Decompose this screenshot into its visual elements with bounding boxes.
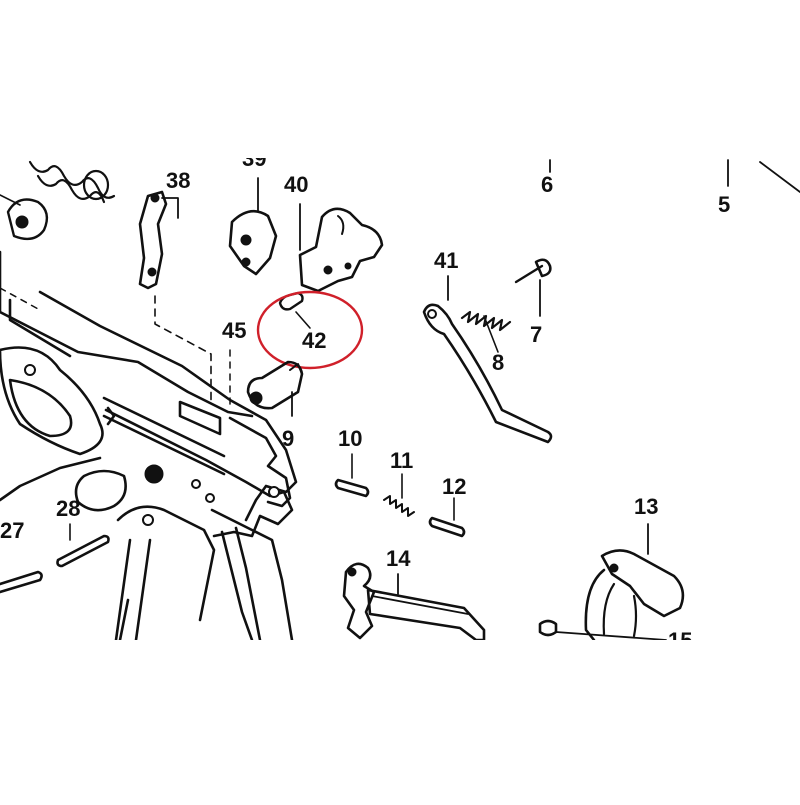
label-14: 14 xyxy=(386,546,411,571)
label-41: 41 xyxy=(434,248,458,273)
part-42-highlight-circle xyxy=(256,290,364,370)
label-10: 10 xyxy=(338,426,362,451)
part-10-pin-drawing xyxy=(334,453,370,498)
part-39-drawing xyxy=(228,177,278,276)
label-13: 13 xyxy=(634,494,658,519)
label-7: 7 xyxy=(530,322,542,347)
part-28-pin-drawing xyxy=(56,523,110,568)
label-38: 38 xyxy=(166,168,190,193)
barrel-bushing-drawing xyxy=(0,194,49,241)
part-11-spring-drawing xyxy=(383,473,415,517)
frame-details xyxy=(24,364,280,526)
label-8: 8 xyxy=(492,350,504,375)
part-14-drawing xyxy=(342,562,486,642)
part-13-drawing xyxy=(584,523,685,642)
label-27: 27 xyxy=(0,518,24,543)
part-7-screw-drawing xyxy=(514,258,552,317)
label-28: 28 xyxy=(56,496,80,521)
label-40: 40 xyxy=(284,172,308,197)
leader-lines xyxy=(549,159,800,193)
label-45: 45 xyxy=(222,318,246,343)
label-42: 42 xyxy=(302,328,326,353)
pistol-frame-drawing xyxy=(0,250,298,642)
top-crop-mask xyxy=(0,0,800,158)
part-9-drawing xyxy=(246,360,304,417)
recoil-spring-drawing xyxy=(28,160,116,204)
part-8-spring-drawing xyxy=(460,310,512,353)
label-5: 5 xyxy=(718,192,730,217)
part-27-pin-drawing xyxy=(0,570,43,594)
part-15-drawing xyxy=(538,619,667,641)
part-12-pin-drawing xyxy=(428,497,466,538)
dashed-assembly-lines xyxy=(0,287,231,411)
part-42-pin-drawing xyxy=(278,291,311,329)
label-6: 6 xyxy=(541,172,553,197)
label-9: 9 xyxy=(282,426,294,451)
bottom-crop-mask xyxy=(0,640,800,800)
label-12: 12 xyxy=(442,474,466,499)
part-38-drawing xyxy=(138,190,212,403)
part-41-drawing xyxy=(422,275,553,444)
part-40-drawing xyxy=(298,203,384,293)
label-11: 11 xyxy=(390,448,413,473)
